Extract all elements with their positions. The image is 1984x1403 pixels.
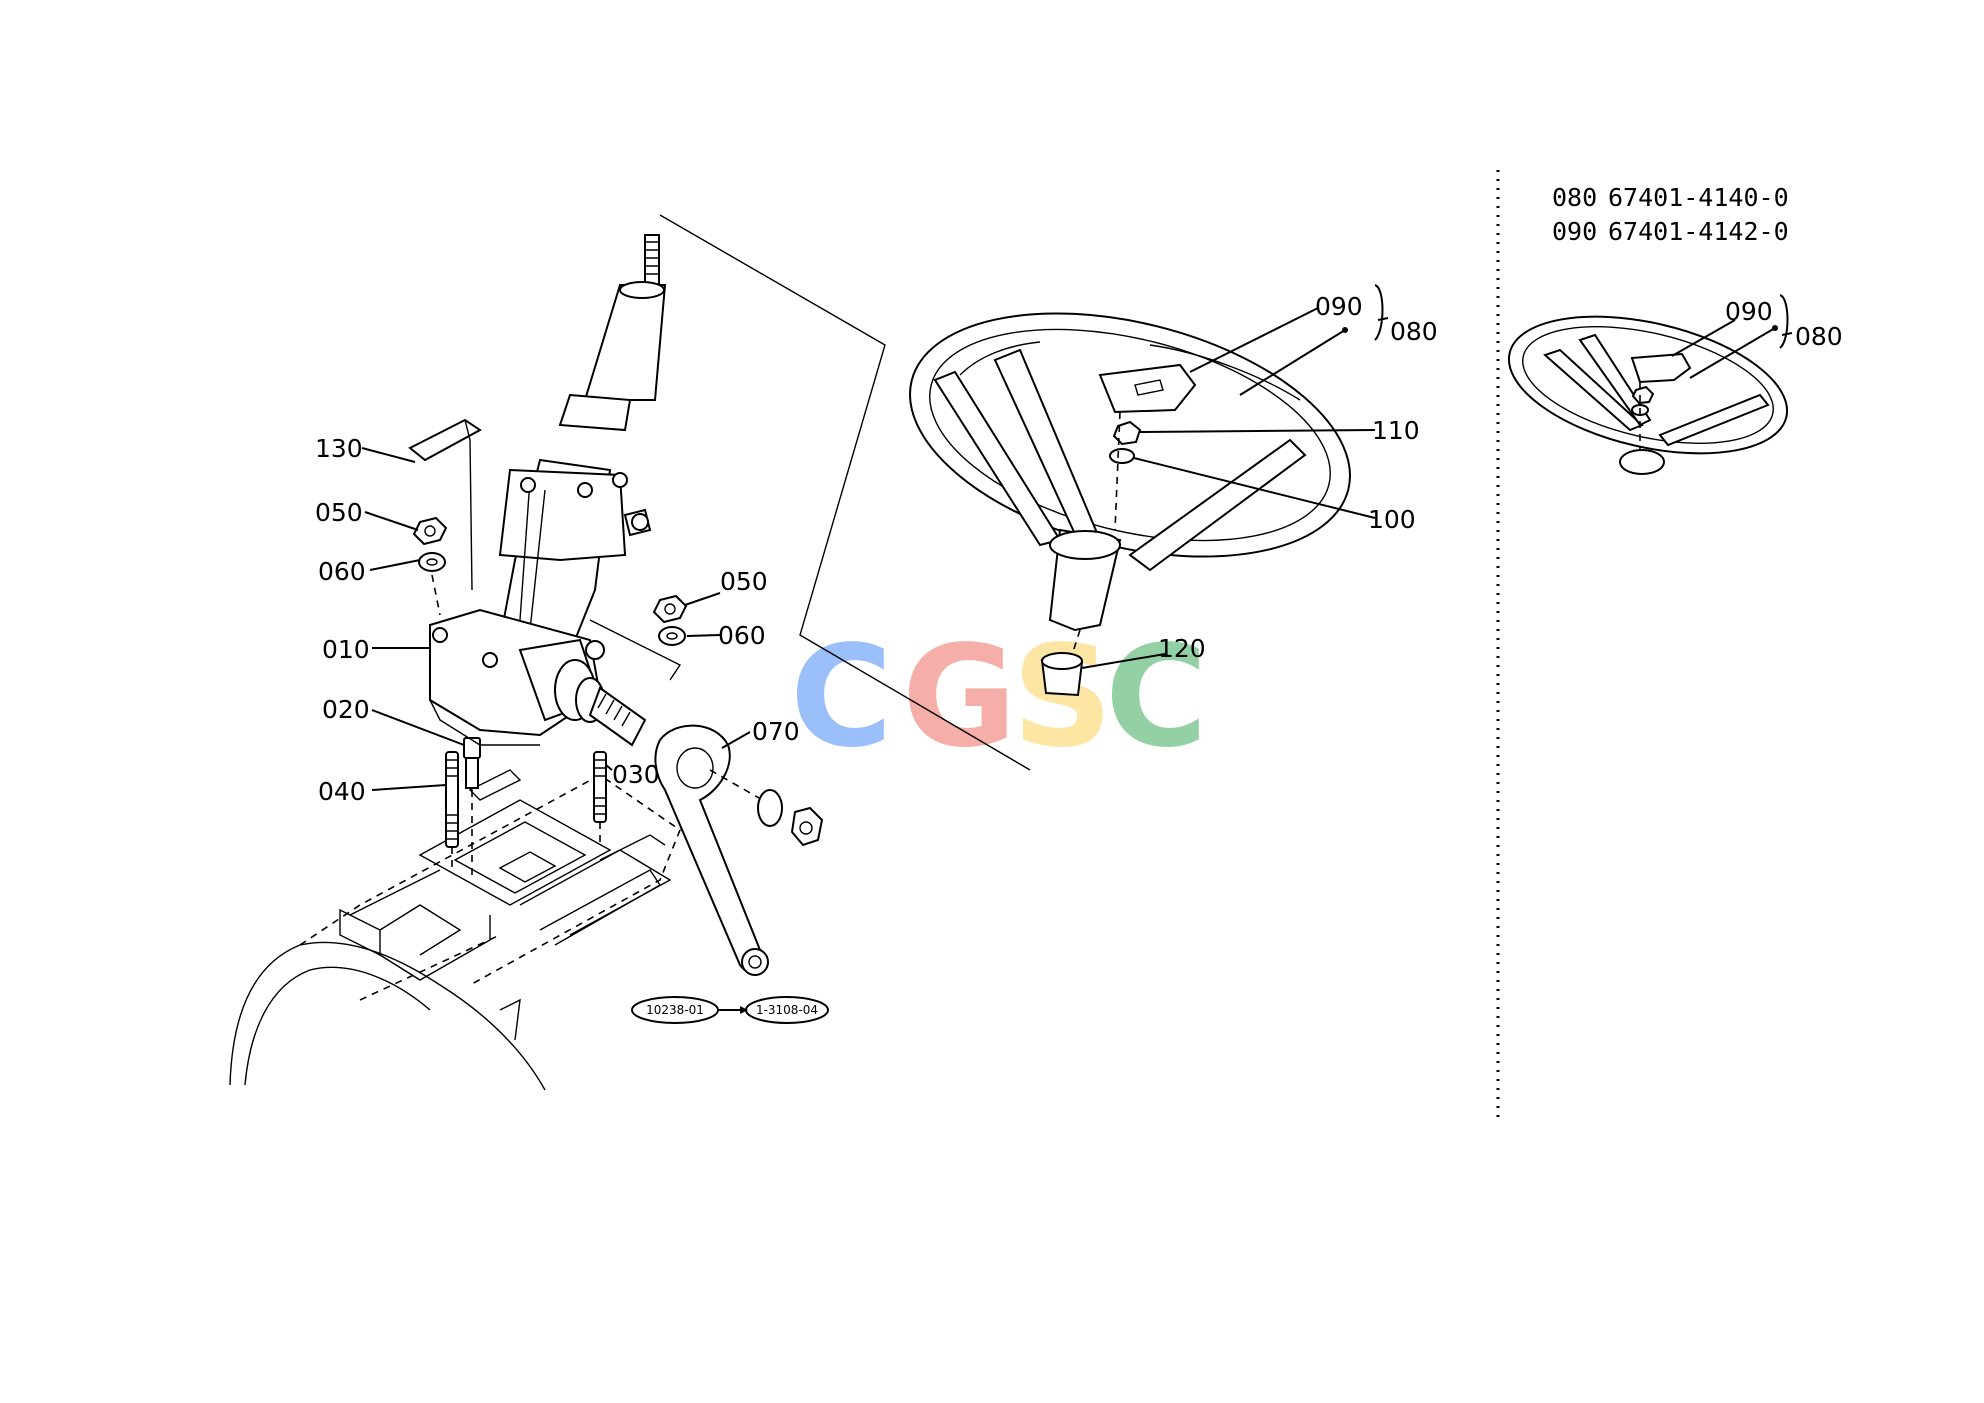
callout-130: 130 <box>315 434 363 463</box>
steering-wheel-main <box>909 312 1351 697</box>
inset-callout-090: 090 <box>1725 297 1773 326</box>
stud-040 <box>445 751 459 870</box>
inset-callout-080: 080 <box>1795 322 1843 351</box>
inset-variant: 080 67401-4140-0 090 67401-4142-0 090 08… <box>1507 183 1843 475</box>
callout-060-left: 060 <box>318 557 366 586</box>
watermark-letter-3: S <box>1012 616 1113 779</box>
inset-part-code-2: 090 <box>1552 217 1597 246</box>
plate-130 <box>408 418 482 591</box>
callout-100: 100 <box>1368 505 1416 534</box>
inset-part-number-1: 67401-4140-0 <box>1608 183 1789 212</box>
guide-line-060 <box>589 619 682 681</box>
watermark-letter-4: C <box>1105 616 1208 779</box>
callout-030: 030 <box>612 760 660 789</box>
steering-wheel-inset <box>1507 315 1789 475</box>
callout-010: 010 <box>322 635 370 664</box>
nut-050-right <box>652 594 688 624</box>
callout-040: 040 <box>318 777 366 806</box>
callout-leaders <box>361 284 1389 791</box>
reference-badges: 10238-01 1-3108-04 <box>631 996 829 1024</box>
tractor-frame-drawing <box>229 769 681 1091</box>
inset-part-number-2: 67401-4142-0 <box>1608 217 1789 246</box>
stud-030 <box>593 751 607 845</box>
pitman-arm-070 <box>654 724 824 976</box>
washer-060-left <box>418 552 446 572</box>
reference-from: 10238-01 <box>646 1003 704 1017</box>
callout-050-right: 050 <box>720 567 768 596</box>
callout-070: 070 <box>752 717 800 746</box>
steering-column-assembly <box>429 234 667 747</box>
watermark: C G S C <box>790 616 1208 779</box>
watermark-letter-1: C <box>790 616 893 779</box>
washer-060-right <box>658 626 686 646</box>
guide-050-060 <box>431 574 441 616</box>
inset-part-code-1: 080 <box>1552 183 1597 212</box>
callout-020: 020 <box>322 695 370 724</box>
callout-060-right: 060 <box>718 621 766 650</box>
reference-to: 1-3108-04 <box>756 1003 818 1017</box>
bolt-020 <box>463 737 481 880</box>
callout-090: 090 <box>1315 292 1363 321</box>
callout-080: 080 <box>1390 317 1438 346</box>
nut-050-left <box>412 516 448 546</box>
assembly-guide-line <box>659 214 1031 771</box>
callout-050-left: 050 <box>315 498 363 527</box>
callout-120: 120 <box>1158 634 1206 663</box>
watermark-letter-2: G <box>902 616 1017 779</box>
callout-110: 110 <box>1372 416 1420 445</box>
